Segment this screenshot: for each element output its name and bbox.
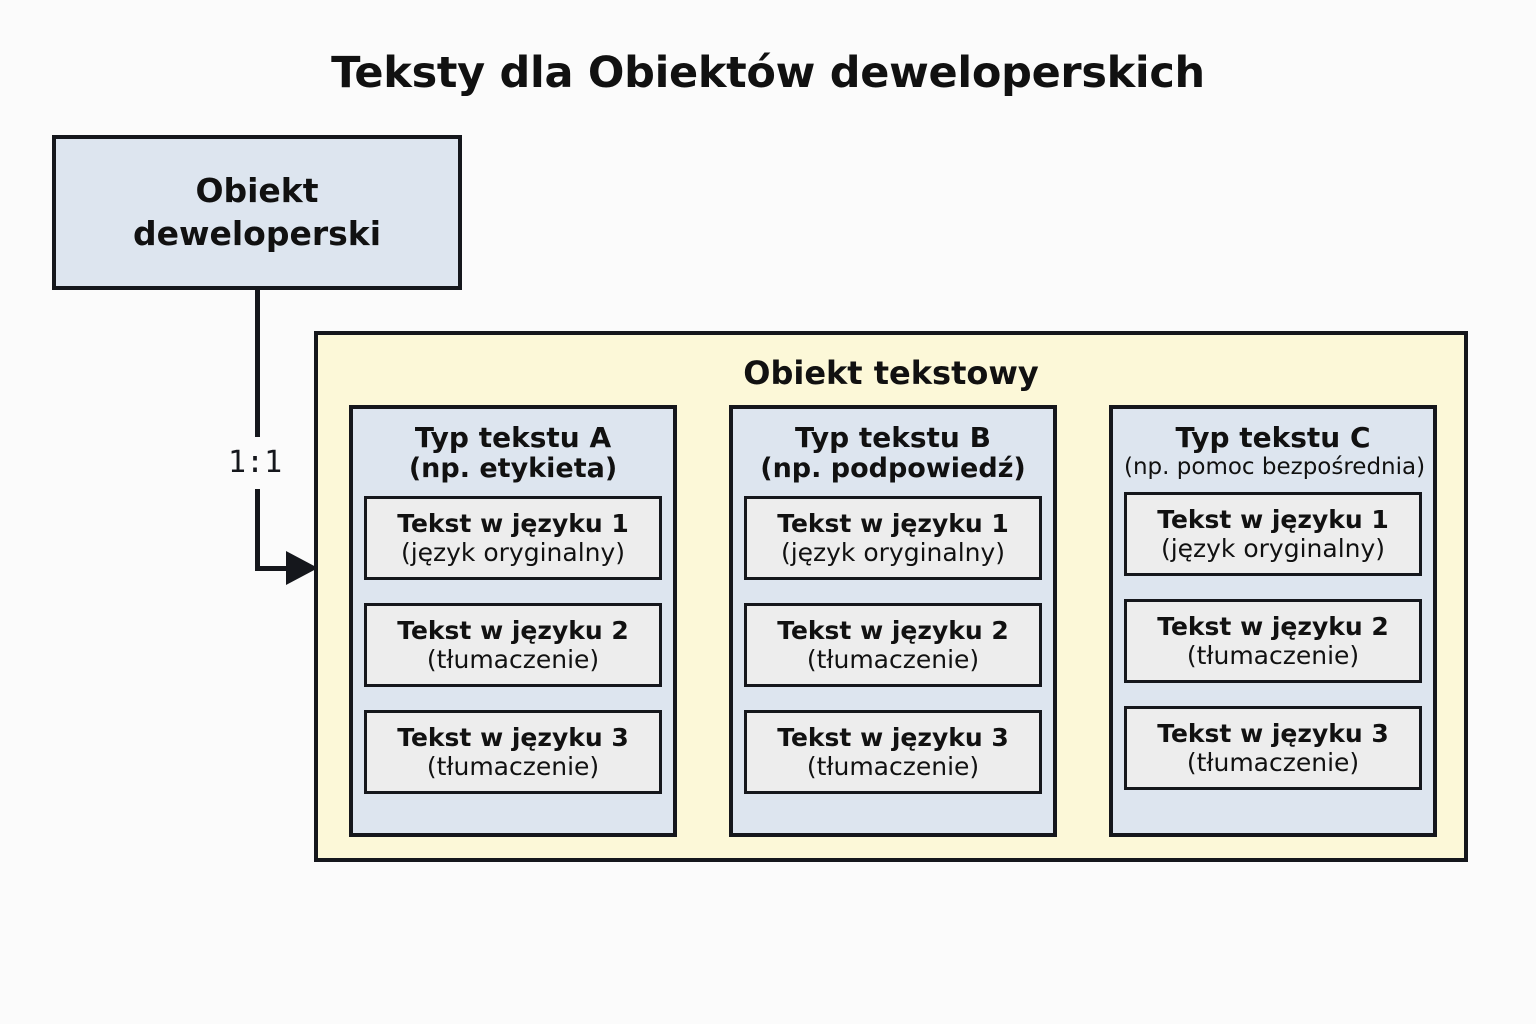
- language-box: Tekst w języku 2 (tłumaczenie): [364, 603, 662, 688]
- developer-object-label: Obiekt deweloperski: [132, 171, 382, 253]
- language-title: Tekst w języku 1: [777, 509, 1009, 539]
- language-title: Tekst w języku 3: [777, 723, 1009, 753]
- text-type-column-b: Typ tekstu B (np. podpowiedź) Tekst w ję…: [729, 405, 1057, 837]
- connector-cardinality-label: 1:1: [224, 443, 287, 482]
- language-subtitle: (tłumaczenie): [1186, 640, 1360, 670]
- language-title: Tekst w języku 3: [1157, 718, 1389, 748]
- text-type-a-language-list: Tekst w języku 1 (język oryginalny) Teks…: [364, 496, 662, 795]
- language-title: Tekst w języku 2: [1157, 611, 1389, 641]
- text-type-b-header: Typ tekstu B (np. podpowiedź): [744, 422, 1042, 484]
- language-box: Tekst w języku 1 (język oryginalny): [744, 496, 1042, 581]
- text-type-column-a: Typ tekstu A (np. etykieta) Tekst w języ…: [349, 405, 677, 837]
- language-box: Tekst w języku 3 (tłumaczenie): [744, 710, 1042, 795]
- language-title: Tekst w języku 1: [397, 509, 629, 539]
- text-type-b-title: Typ tekstu B: [795, 421, 991, 454]
- connector-line-lower: [255, 489, 260, 571]
- language-subtitle: (tłumaczenie): [1186, 747, 1360, 777]
- language-title: Tekst w języku 1: [1157, 504, 1389, 534]
- language-box: Tekst w języku 1 (język oryginalny): [1124, 491, 1422, 576]
- language-box: Tekst w języku 1 (język oryginalny): [364, 496, 662, 581]
- language-title: Tekst w języku 2: [777, 616, 1009, 646]
- text-type-c-language-list: Tekst w języku 1 (język oryginalny) Teks…: [1124, 491, 1422, 790]
- text-type-c-title: Typ tekstu C: [1175, 421, 1371, 454]
- language-subtitle: (język oryginalny): [1160, 533, 1386, 563]
- language-subtitle: (tłumaczenie): [806, 752, 980, 782]
- language-box: Tekst w języku 2 (tłumaczenie): [1124, 598, 1422, 683]
- language-box: Tekst w języku 2 (tłumaczenie): [744, 603, 1042, 688]
- language-subtitle: (język oryginalny): [400, 538, 626, 568]
- text-object-title: Obiekt tekstowy: [743, 354, 1039, 392]
- language-subtitle: (tłumaczenie): [426, 752, 600, 782]
- text-type-c-header: Typ tekstu C (np. pomoc bezpośrednia): [1124, 421, 1426, 480]
- developer-object-box: Obiekt deweloperski: [52, 135, 462, 290]
- connector-line-upper: [255, 290, 260, 437]
- text-type-column-c: Typ tekstu C (np. pomoc bezpośrednia) Te…: [1109, 405, 1437, 837]
- page-title: Teksty dla Obiektów deweloperskich: [331, 48, 1205, 98]
- language-title: Tekst w języku 2: [397, 616, 629, 646]
- arrow-right-icon: [286, 551, 318, 585]
- text-type-a-title: Typ tekstu A: [414, 421, 612, 454]
- text-type-c-subtitle: (np. pomoc bezpośrednia): [1124, 453, 1426, 480]
- language-box: Tekst w języku 3 (tłumaczenie): [364, 710, 662, 795]
- text-object-container: Obiekt tekstowy Typ tekstu A (np. etykie…: [314, 331, 1468, 862]
- language-title: Tekst w języku 3: [397, 723, 629, 753]
- text-type-columns: Typ tekstu A (np. etykieta) Tekst w języ…: [349, 405, 1437, 837]
- language-subtitle: (tłumaczenie): [426, 645, 600, 675]
- language-subtitle: (tłumaczenie): [806, 645, 980, 675]
- text-type-a-header: Typ tekstu A (np. etykieta): [364, 422, 662, 484]
- text-type-b-language-list: Tekst w języku 1 (język oryginalny) Teks…: [744, 496, 1042, 795]
- text-type-a-subtitle: (np. etykieta): [408, 452, 618, 484]
- language-subtitle: (język oryginalny): [780, 538, 1006, 568]
- text-type-b-subtitle: (np. podpowiedź): [760, 452, 1026, 484]
- connector-line-horizontal: [255, 566, 290, 571]
- language-box: Tekst w języku 3 (tłumaczenie): [1124, 705, 1422, 790]
